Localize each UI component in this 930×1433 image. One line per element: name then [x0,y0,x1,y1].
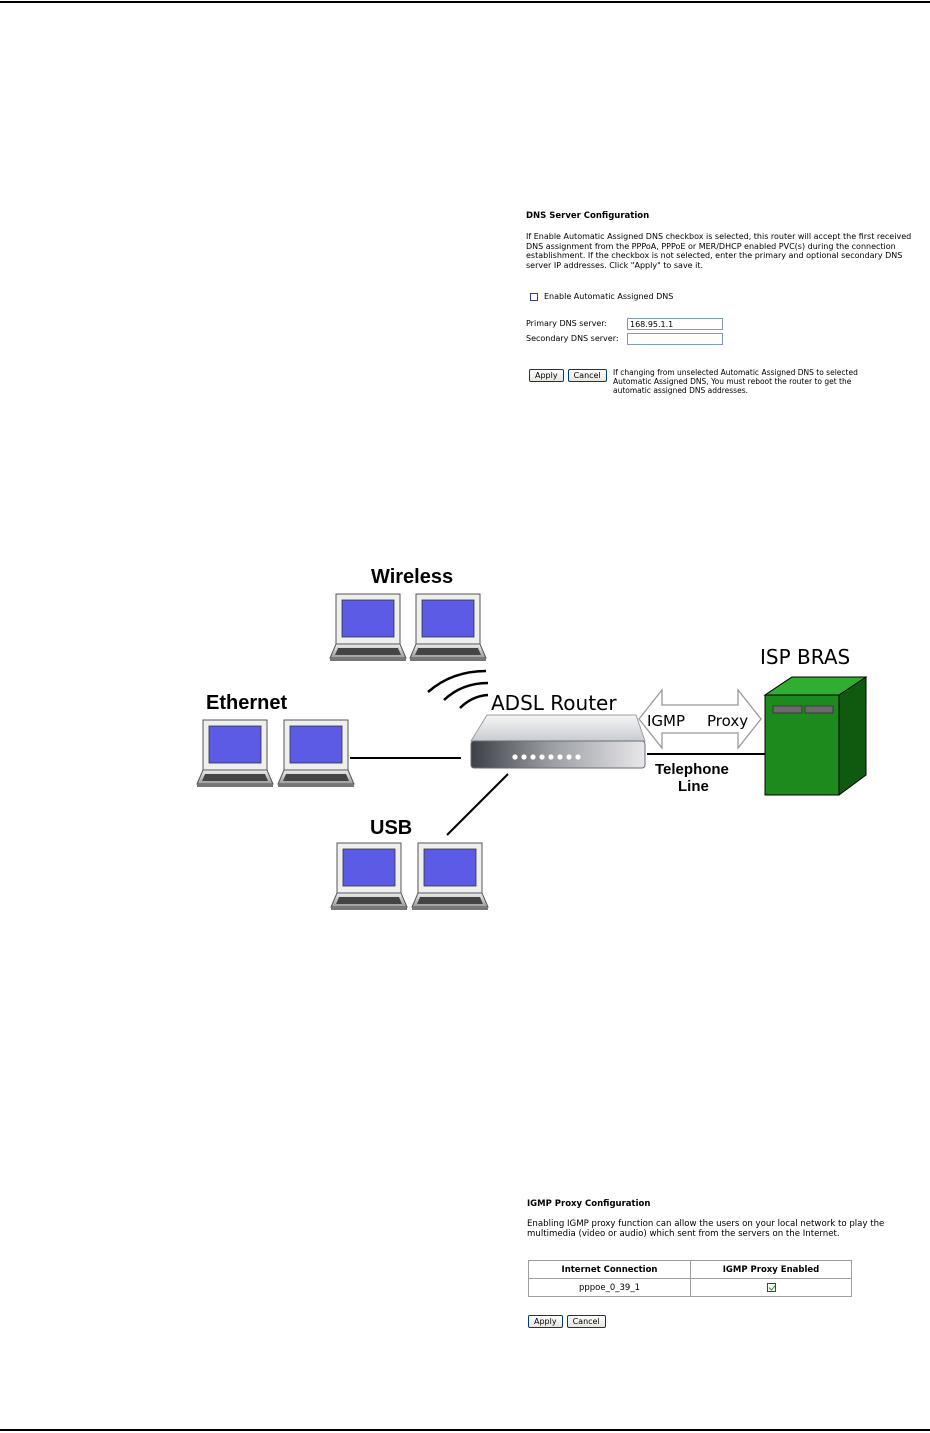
col-internet-connection: Internet Connection [528,1260,691,1279]
igmp-panel-title: IGMP Proxy Configuration [527,1199,651,1209]
dns-button-row: Apply Cancel [529,369,607,382]
top-rule [0,1,930,3]
igmp-enabled-checkbox[interactable] [766,1282,776,1292]
ethernet-laptop-1 [196,719,274,788]
col-igmp-proxy-enabled: IGMP Proxy Enabled [690,1260,852,1279]
secondary-dns-label: Secondary DNS server: [526,334,619,344]
usb-laptop-2 [411,842,489,911]
wireless-laptop-1 [329,593,407,662]
primary-dns-input[interactable] [627,318,723,330]
primary-dns-label: Primary DNS server: [526,319,608,329]
connection-name-cell: pppoe_0_39_1 [528,1278,691,1297]
dns-panel-title: DNS Server Configuration [526,211,650,221]
router-label: ADSL Router [491,691,617,715]
dns-config-panel: DNS Server Configuration If Enable Autom… [526,211,926,395]
adsl-router-icon [470,714,646,769]
diagram-svg: Wireless Ethernet USB ADSL Router [196,566,868,911]
proxy-enabled-cell [690,1278,852,1297]
ethernet-label: Ethernet [206,692,287,714]
table-row: pppoe_0_39_1 [528,1278,852,1297]
table-header-row: Internet Connection IGMP Proxy Enabled [528,1260,852,1279]
usb-label: USB [370,817,412,839]
telephone-label: Telephone [655,761,729,778]
ethernet-laptop-2 [277,719,355,788]
proxy-label: Proxy [707,712,748,730]
primary-dns-row: Primary DNS server: [526,318,723,330]
igmp-panel-description: Enabling IGMP proxy function can allow t… [527,1219,885,1239]
usb-laptop-1 [330,842,408,911]
auto-dns-row: Enable Automatic Assigned DNS [530,292,673,302]
bottom-rule [0,1429,930,1431]
igmp-label: IGMP [647,712,685,730]
secondary-dns-input[interactable] [627,333,723,345]
igmp-proxy-arrow-icon [638,688,762,750]
dns-panel-description: If Enable Automatic Assigned DNS checkbo… [526,231,912,271]
wireless-wave-icon [427,669,489,709]
isp-bras-label: ISP BRAS [760,645,850,669]
igmp-connection-table: Internet Connection IGMP Proxy Enabled p… [528,1260,852,1297]
igmp-cancel-button[interactable]: Cancel [566,1315,606,1328]
secondary-dns-row: Secondary DNS server: [526,333,723,345]
wireless-label: Wireless [371,566,453,588]
usb-cable [446,773,509,836]
line-label: Line [678,778,709,795]
auto-dns-checkbox[interactable] [530,292,538,301]
isp-server-icon [763,676,868,796]
igmp-button-row: Apply Cancel [528,1315,606,1328]
dns-reboot-note: If changing from unselected Automatic As… [613,368,858,395]
igmp-apply-button[interactable]: Apply [528,1315,563,1328]
dns-cancel-button[interactable]: Cancel [567,369,607,382]
dns-apply-button[interactable]: Apply [529,369,564,382]
wireless-laptop-2 [409,593,487,662]
igmp-config-panel: IGMP Proxy Configuration Enabling IGMP p… [527,1199,927,1328]
auto-dns-label: Enable Automatic Assigned DNS [544,292,674,301]
igmp-network-diagram: Wireless Ethernet USB ADSL Router [190,565,880,911]
